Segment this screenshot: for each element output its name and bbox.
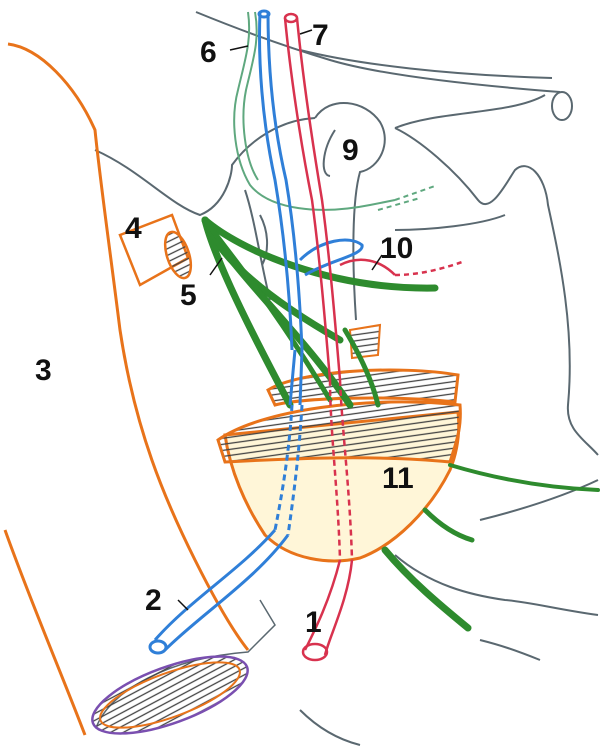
mandible-outline: [5, 44, 248, 735]
label-5: 5: [180, 279, 197, 312]
label-6: 6: [200, 36, 217, 69]
label-7: 7: [312, 19, 329, 52]
label-3: 3: [35, 354, 52, 387]
label-2: 2: [145, 584, 162, 617]
label-11: 11: [382, 462, 414, 495]
label-4: 4: [125, 212, 142, 245]
label-1: 1: [305, 606, 322, 639]
label-10: 10: [380, 232, 413, 265]
cut-section-bottom: [83, 600, 275, 749]
label-9: 9: [342, 134, 359, 167]
